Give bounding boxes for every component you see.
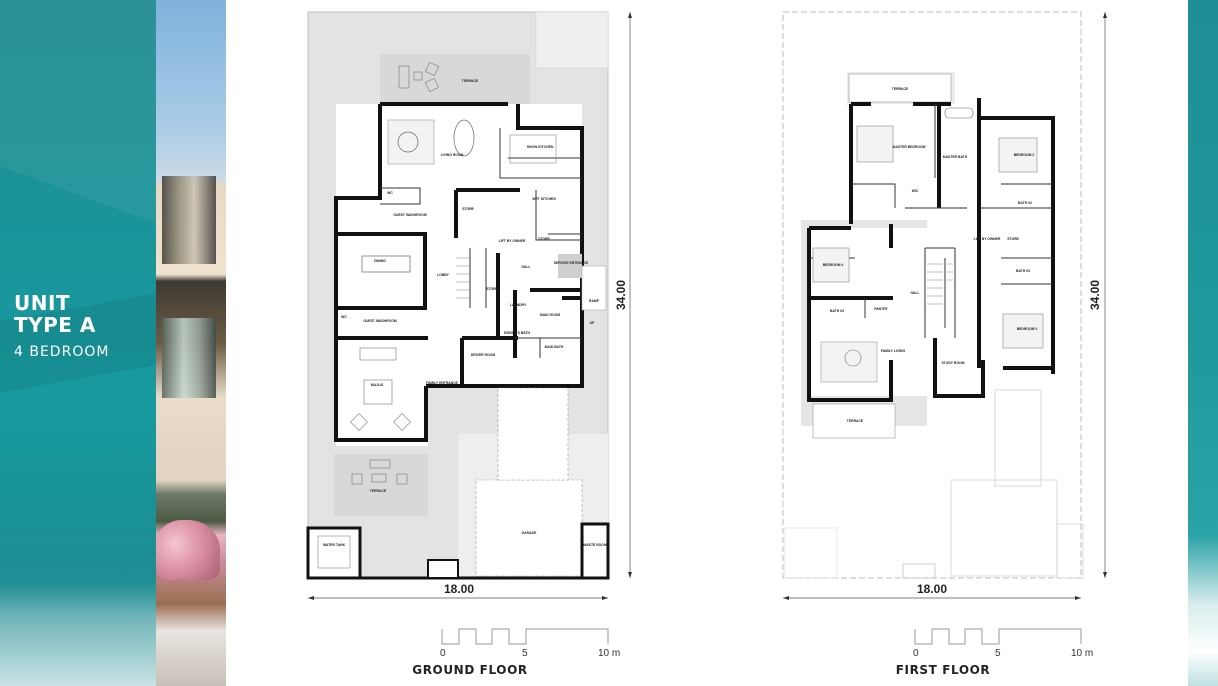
- unit-title-block: UNIT TYPE A 4 BEDROOM: [14, 292, 109, 360]
- room-label-living-room: LIVING ROOM: [441, 153, 464, 157]
- ground-floor-drawing: TERRACE LIVING ROOM SHOW KITCHEN WET KIT…: [306, 11, 632, 600]
- room-label-master-bath: MASTER BATH: [943, 155, 968, 159]
- ground-scale-ten: 10 m: [598, 648, 621, 659]
- first-floor-depth-dimension: 34.00: [1088, 279, 1103, 311]
- first-floor-width-dimension: 18.00: [917, 582, 948, 596]
- room-label-wet-kitchen: WET KITCHEN: [532, 197, 556, 201]
- room-label-service-entrance: SERVICE ENTRANCE: [554, 261, 589, 265]
- room-label-dining: DINING: [374, 259, 386, 263]
- room-label-show-kitchen: SHOW KITCHEN: [527, 145, 554, 149]
- wave-texture: [0, 0, 156, 686]
- room-label-wc: WC: [387, 191, 393, 195]
- room-label-terrace-bottom: TERRACE: [370, 489, 387, 493]
- room-label-guest-washroom: GUEST WASHROOM: [393, 213, 427, 217]
- room-label-terrace-bottom: TERRACE: [847, 419, 864, 423]
- unit-title-line1: UNIT: [14, 291, 71, 315]
- room-label-majlis: MAJLIS: [371, 383, 384, 387]
- villa-exterior-photo: [156, 0, 226, 686]
- room-label-up: UP: [590, 321, 595, 325]
- room-label-bath-03: BATH 03: [1016, 269, 1030, 273]
- room-label-store-2: STORE: [538, 237, 550, 241]
- photo-window-lower: [162, 318, 216, 398]
- room-label-ramp: RAMP: [589, 299, 600, 303]
- first-scale-ten: 10 m: [1071, 648, 1094, 659]
- room-label-store: STORE: [1007, 237, 1019, 241]
- ground-floor-title: GROUND FLOOR: [412, 663, 528, 677]
- room-label-lobby: LOBBY: [437, 273, 450, 277]
- decorative-water-strip: [1188, 0, 1218, 686]
- first-floor-plan: TERRACE MASTER BEDROOM MASTER BATH WIC B…: [775, 8, 1115, 608]
- room-label-bath-02: BATH 02: [1018, 201, 1032, 205]
- room-label-garage: GARAGE: [522, 531, 538, 535]
- room-label-lift: LIFT BY OWNER: [974, 237, 1001, 241]
- first-floor-title: FIRST FLOOR: [895, 663, 991, 677]
- room-label-study-room: STUDY ROOM: [942, 361, 965, 365]
- first-scale-zero: 0: [913, 648, 919, 659]
- room-label-hall: HALL: [910, 291, 919, 295]
- ground-floor-depth-dimension: 34.00: [614, 279, 629, 311]
- ground-scale-five: 5: [522, 648, 528, 659]
- room-label-bedroom-2: BEDROOM 2: [1014, 153, 1035, 157]
- room-label-wic: WIC: [912, 189, 919, 193]
- first-floor-drawing: TERRACE MASTER BEDROOM MASTER BATH WIC B…: [782, 11, 1107, 600]
- unit-title-line2: TYPE A: [14, 313, 96, 337]
- room-label-store: STORE: [462, 207, 474, 211]
- room-label-hall: HALL: [521, 265, 530, 269]
- room-label-drivers-bath: DRIVER'S BATH: [504, 331, 531, 335]
- room-label-guest-washroom-2: GUEST WASHROOM: [363, 319, 397, 323]
- room-label-maid-bath: MAID BATH: [545, 345, 564, 349]
- room-label-driver-room: DRIVER ROOM: [471, 353, 495, 357]
- room-label-family-living: FAMILY LIVING: [881, 349, 906, 353]
- room-label-pantry: PANTRY: [874, 307, 888, 311]
- room-label-bedroom-3: BEDROOM 3: [1017, 327, 1038, 331]
- unit-info-panel: UNIT TYPE A 4 BEDROOM: [0, 0, 156, 686]
- room-label-terrace-top: TERRACE: [892, 87, 909, 91]
- ground-scale-zero: 0: [440, 648, 446, 659]
- ground-floor-plan: TERRACE LIVING ROOM SHOW KITCHEN WET KIT…: [300, 8, 640, 608]
- photo-flowers: [156, 520, 220, 580]
- room-label-bedroom-4: BEDROOM 4: [823, 263, 844, 267]
- room-label-maid-room: MAID ROOM: [540, 313, 560, 317]
- room-label-family-entrance: FAMILY ENTRANCE: [426, 381, 459, 385]
- room-label-laundry: LAUNDRY: [510, 303, 527, 307]
- room-label-waste-room: WASTE ROOM: [583, 543, 607, 547]
- room-label-terrace: TERRACE: [462, 79, 479, 83]
- room-label-store-3: STORE: [486, 287, 498, 291]
- first-scale-five: 5: [995, 648, 1001, 659]
- room-label-water-tank: WATER TANK: [323, 543, 346, 547]
- room-label-wc-2: WC: [341, 315, 347, 319]
- bedroom-count: 4 BEDROOM: [14, 344, 110, 360]
- room-label-master-bedroom: MASTER BEDROOM: [893, 145, 926, 149]
- first-floor-scale-bar: [914, 628, 1082, 645]
- room-label-bath-04: BATH 04: [830, 309, 844, 313]
- room-label-lift: LIFT BY OWNER: [499, 239, 526, 243]
- ground-floor-width-dimension: 18.00: [444, 582, 475, 596]
- photo-window-upper: [162, 176, 216, 264]
- ground-floor-scale-bar: [441, 628, 609, 645]
